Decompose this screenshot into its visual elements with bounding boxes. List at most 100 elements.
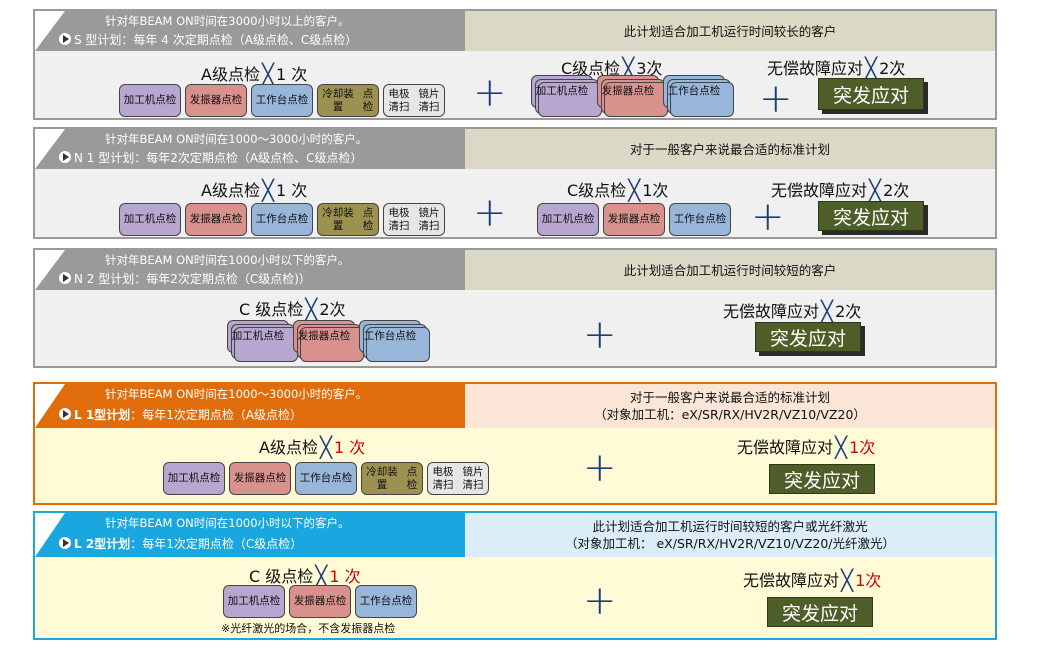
header-corner-cut (35, 129, 65, 169)
plan-l2-schedule: ：每年1次定期点检（C级点检） (130, 537, 303, 551)
plan-n1-body: A级点检╳1 次 加工机点检 发振器点检 工作台点检 冷却装置点检 电极清扫镜片… (35, 169, 995, 237)
plan-n2-schedule: N 2 型计划：每年2次定期点检（C级点检)） (74, 272, 311, 286)
chip-oscillator-inspection-stacked: 发振器点检 (597, 75, 668, 117)
plan-s-target: 针对年BEAM ON时间在3000小时以上的客户。 (105, 14, 350, 28)
plan-n2-header-left: 针对年BEAM ON时间在1000小时以下的客户。 N 2 型计划：每年2次定期… (35, 250, 480, 290)
chip-electrode-cleaning: 电极清扫镜片清扫 (383, 84, 445, 117)
inspect-c-label: C级点检╳1次 (567, 178, 669, 202)
chip-oscillator-inspection-stacked: 发振器点检 (293, 320, 364, 362)
plan-l1-header: 针对年BEAM ON时间在1000～3000小时的客户。 L 1型计划：每年1次… (35, 384, 995, 428)
chip-machine-inspection-stacked: 加工机点检 (531, 75, 602, 117)
repair-label: 无偿故障应对╳2次 (723, 299, 862, 323)
times-icon: ╳ (261, 178, 274, 202)
inspect-a-label: A级点检╳1 次 (201, 62, 308, 86)
chip-oscillator-inspection: 发振器点检 (185, 84, 247, 117)
plan-n1-description: 对于一般客户来说最合适的标准计划 (465, 129, 995, 169)
plan-n1-panel: 针对年BEAM ON时间在1000～3000小时的客户。 N 1 型计划：每年2… (33, 127, 997, 239)
arrow-icon (59, 408, 71, 420)
times-icon: ╳ (835, 435, 848, 459)
plan-s-panel: 针对年BEAM ON时间在3000小时以上的客户。 S 型计划：每年 4 次定期… (33, 9, 997, 120)
chip-table-inspection-stacked: 工作台点检 (663, 75, 734, 117)
plan-l1-header-left: 针对年BEAM ON时间在1000～3000小时的客户。 L 1型计划：每年1次… (35, 384, 480, 428)
plan-n1-header: 针对年BEAM ON时间在1000～3000小时的客户。 N 1 型计划：每年2… (35, 129, 995, 169)
desc-line: 对于一般客户来说最合适的标准计划 (629, 141, 830, 157)
plan-l2-target: 针对年BEAM ON时间在1000小时以下的客户。 (105, 516, 350, 530)
desc-line: 此计划适合加工机运行时间较长的客户 (623, 23, 837, 39)
desc-line: （对象加工机：eX/SR/RX/HV2R/VZ10/VZ20） (594, 407, 866, 422)
plus-icon: + (759, 76, 793, 122)
chip-machine-inspection: 加工机点检 (163, 462, 225, 495)
plan-s-schedule: S 型计划：每年 4 次定期点检（A级点检、C级点检） (74, 33, 358, 47)
plus-icon: + (583, 312, 617, 358)
chip-machine-inspection-stacked: 加工机点检 (227, 320, 298, 362)
plan-n2-target: 针对年BEAM ON时间在1000小时以下的客户。 (105, 253, 350, 267)
inspect-a-label: A级点检╳1 次 (259, 435, 366, 459)
plan-n2-description: 此计划适合加工机运行时间较短的客户 (465, 250, 995, 290)
header-corner-cut (35, 513, 65, 557)
times-icon: ╳ (628, 178, 641, 202)
desc-line: 此计划适合加工机运行时间较短的客户或光纤激光 (592, 519, 868, 534)
times-icon: ╳ (319, 435, 332, 459)
chip-table-inspection-stacked: 工作台点检 (359, 320, 430, 362)
inspect-a-label: A级点检╳1 次 (201, 178, 308, 202)
arrow-icon (59, 272, 71, 284)
times-icon: ╳ (865, 56, 878, 80)
chip-table-inspection: 工作台点检 (355, 585, 417, 618)
repair-label: 无偿故障应对╳1次 (737, 435, 876, 459)
chip-machine-inspection: 加工机点检 (537, 203, 599, 236)
plus-icon: + (583, 578, 617, 624)
emergency-response-button[interactable]: 突发应对 (818, 201, 924, 231)
times-icon: ╳ (622, 56, 635, 80)
emergency-response-button[interactable]: 突发应对 (818, 78, 924, 110)
chip-machine-inspection: 加工机点检 (223, 585, 285, 618)
plus-icon: + (473, 190, 507, 236)
repair-label: 无偿故障应对╳2次 (767, 56, 906, 80)
chip-cooler-inspection: 冷却装置点检 (317, 84, 379, 117)
plan-l2-header-left: 针对年BEAM ON时间在1000小时以下的客户。 L 2型计划：每年1次定期点… (35, 513, 480, 557)
times-icon: ╳ (315, 564, 328, 588)
inspect-c-label: C级点检╳3次 (561, 56, 663, 80)
plan-n1-header-left: 针对年BEAM ON时间在1000～3000小时的客户。 N 1 型计划：每年2… (35, 129, 480, 169)
chip-electrode-cleaning: 电极清扫镜片清扫 (427, 462, 489, 495)
times-icon: ╳ (869, 178, 882, 202)
emergency-response-button[interactable]: 突发应对 (767, 597, 873, 627)
chip-oscillator-inspection: 发振器点检 (603, 203, 665, 236)
plan-l1-description: 对于一般客户来说最合适的标准计划 （对象加工机：eX/SR/RX/HV2R/VZ… (465, 384, 995, 428)
arrow-icon (59, 537, 71, 549)
inspect-c-label: C 级点检╳1 次 (249, 564, 361, 588)
chip-machine-inspection: 加工机点检 (119, 84, 181, 117)
chip-electrode-cleaning: 电极清扫镜片清扫 (383, 203, 445, 236)
plan-l1-panel: 针对年BEAM ON时间在1000～3000小时的客户。 L 1型计划：每年1次… (33, 382, 997, 505)
header-corner-cut (35, 250, 65, 290)
chip-oscillator-inspection: 发振器点检 (229, 462, 291, 495)
emergency-response-button[interactable]: 突发应对 (769, 464, 875, 494)
plan-s-description: 此计划适合加工机运行时间较长的客户 (465, 11, 995, 51)
chip-table-inspection: 工作台点检 (669, 203, 731, 236)
emergency-response-button[interactable]: 突发应对 (755, 322, 861, 352)
chip-table-inspection: 工作台点检 (295, 462, 357, 495)
plan-n2-body: C 级点检╳2次 加工机点检 发振器点检 工作台点检 + 无偿故障应对╳2次 突… (35, 290, 995, 366)
plan-l2-header: 针对年BEAM ON时间在1000小时以下的客户。 L 2型计划：每年1次定期点… (35, 513, 995, 557)
plan-l1-schedule: ：每年1次定期点检（A级点检） (130, 408, 303, 422)
plus-icon: + (751, 194, 785, 240)
plan-s-header-left: 针对年BEAM ON时间在3000小时以上的客户。 S 型计划：每年 4 次定期… (35, 11, 480, 51)
plan-s-header: 针对年BEAM ON时间在3000小时以上的客户。 S 型计划：每年 4 次定期… (35, 11, 995, 51)
chip-cooler-inspection: 冷却装置点检 (317, 203, 379, 236)
times-icon: ╳ (821, 299, 834, 323)
repair-label: 无偿故障应对╳2次 (771, 178, 910, 202)
plan-l1-body: A级点检╳1 次 加工机点检 发振器点检 工作台点检 冷却装置点检 电极清扫镜片… (35, 428, 995, 503)
plan-n2-header: 针对年BEAM ON时间在1000小时以下的客户。 N 2 型计划：每年2次定期… (35, 250, 995, 290)
times-icon: ╳ (261, 62, 274, 86)
plan-l2-body: C 级点检╳1 次 加工机点检 发振器点检 工作台点检 ※光纤激光的场合，不含发… (35, 557, 995, 638)
header-corner-cut (35, 384, 65, 428)
arrow-icon (59, 33, 71, 45)
desc-line: （对象加工机： eX/SR/RX/HV2R/VZ10/VZ20/光纤激光） (565, 536, 895, 551)
plan-n2-panel: 针对年BEAM ON时间在1000小时以下的客户。 N 2 型计划：每年2次定期… (33, 248, 997, 368)
desc-line: 此计划适合加工机运行时间较短的客户 (623, 262, 837, 278)
times-icon: ╳ (305, 297, 318, 321)
chip-machine-inspection: 加工机点检 (119, 203, 181, 236)
chip-oscillator-inspection: 发振器点检 (185, 203, 247, 236)
chip-cooler-inspection: 冷却装置点检 (361, 462, 423, 495)
fiber-laser-note: ※光纤激光的场合，不含发振器点检 (221, 622, 396, 635)
arrow-icon (59, 151, 71, 163)
